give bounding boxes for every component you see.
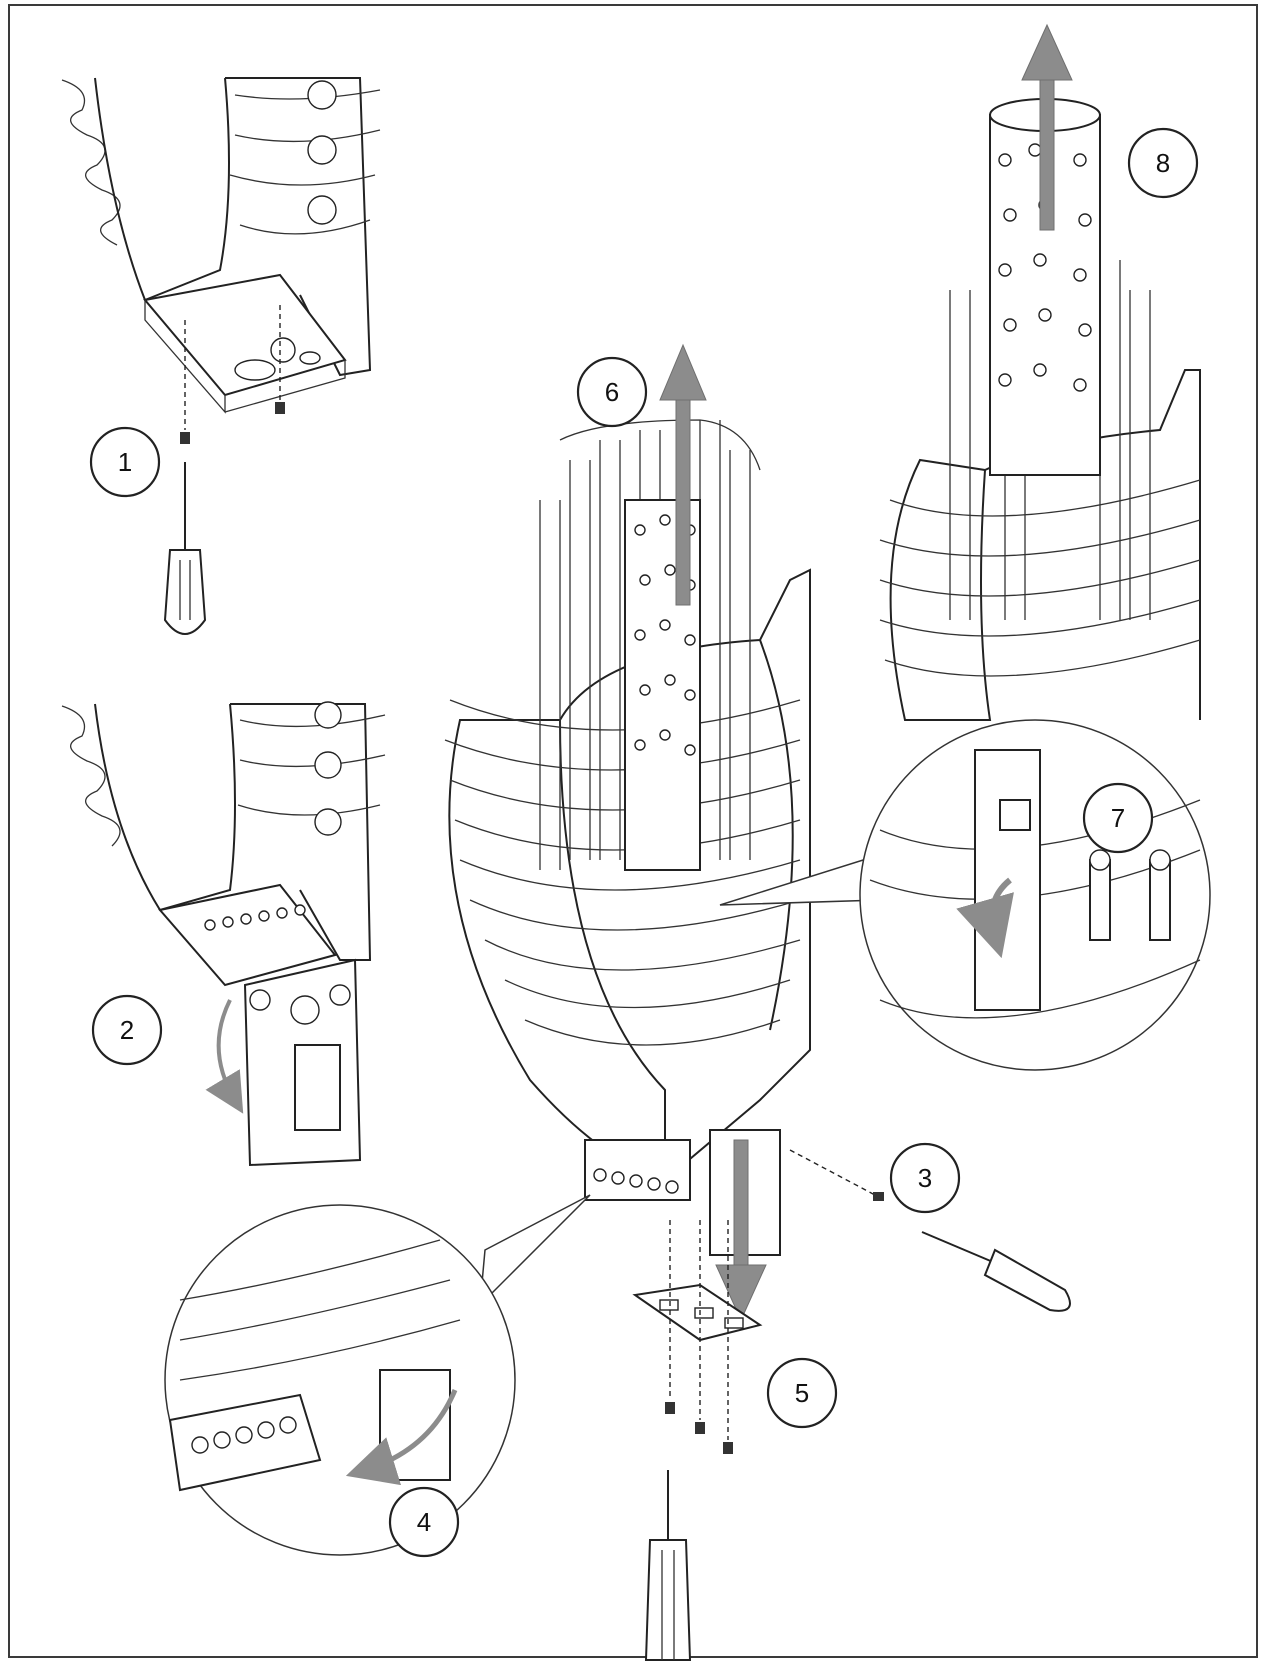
- bottom-cable-glands: [584, 1139, 691, 1201]
- svg-text:2: 2: [120, 1015, 134, 1045]
- screw-icon: [180, 432, 190, 444]
- main-heater-body: [444, 419, 811, 1256]
- detail-step-7-zoom: [859, 719, 1211, 1071]
- svg-text:8: 8: [1156, 148, 1170, 178]
- screw-icon: [665, 1402, 675, 1414]
- screw-icon: [275, 402, 285, 414]
- screwdriver-icon: [644, 1470, 692, 1661]
- detail-step-5-plate: [632, 1220, 763, 1440]
- screwdriver-icon: [163, 462, 207, 635]
- svg-text:7: 7: [1111, 803, 1125, 833]
- svg-text:5: 5: [795, 1378, 809, 1408]
- screw-icon: [723, 1442, 733, 1454]
- screwdriver-icon: [921, 1231, 1071, 1312]
- cable-glands: [204, 904, 306, 931]
- svg-text:6: 6: [605, 377, 619, 407]
- heating-coil-wires: [444, 699, 801, 1046]
- svg-text:1: 1: [118, 447, 132, 477]
- direction-arrow-icon: [659, 343, 707, 606]
- screw-icon: [695, 1422, 705, 1434]
- step-marker-6: 6: [576, 356, 648, 428]
- screw-icon: [873, 1192, 884, 1201]
- step-marker-7: 7: [1082, 782, 1154, 854]
- step-marker-8: 8: [1127, 127, 1199, 199]
- step-marker-1: 1: [89, 426, 161, 498]
- svg-text:3: 3: [918, 1163, 932, 1193]
- svg-text:4: 4: [417, 1507, 431, 1537]
- direction-arrow-icon: [1021, 23, 1073, 231]
- detail-step-2-open-panel: [61, 701, 386, 1167]
- detail-step-4-zoom: [164, 1204, 516, 1556]
- step-marker-3: 3: [889, 1142, 961, 1214]
- step-marker-5: 5: [766, 1357, 838, 1429]
- detail-step-1-heater-bottom: [61, 77, 381, 444]
- step-marker-4: 4: [388, 1486, 460, 1558]
- step-marker-2: 2: [91, 994, 163, 1066]
